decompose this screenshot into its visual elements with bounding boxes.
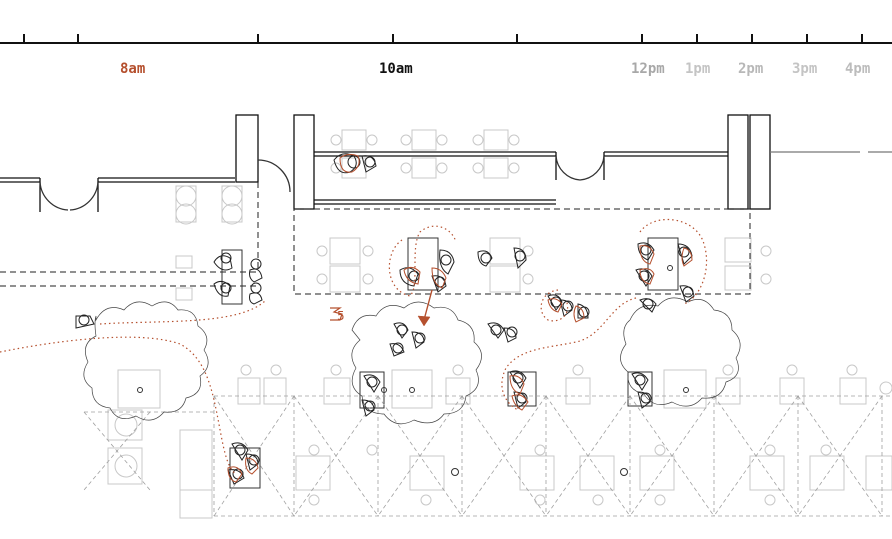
person-icon xyxy=(439,249,455,275)
movement-paths xyxy=(0,218,708,475)
tree-canopy xyxy=(620,297,741,407)
walls xyxy=(0,114,892,212)
movement-path xyxy=(540,289,569,322)
time-label-1pm: 1pm xyxy=(685,61,710,77)
movement-path xyxy=(501,297,637,411)
occupied-tables xyxy=(137,237,689,489)
person-icon xyxy=(231,442,249,461)
movement-path xyxy=(99,299,267,325)
plan-annotation: 5 xyxy=(337,309,345,323)
person-icon xyxy=(487,322,505,339)
highlighted-occupants xyxy=(227,153,693,483)
person-icon xyxy=(503,326,518,343)
furniture xyxy=(107,129,892,519)
person-icon xyxy=(249,258,263,283)
time-label-3pm: 3pm xyxy=(792,61,817,77)
dashed-zones xyxy=(0,182,751,295)
person-icon xyxy=(679,285,695,303)
person-icon xyxy=(513,247,527,270)
person-icon xyxy=(361,399,376,417)
tree-canopy xyxy=(83,301,209,421)
movement-path xyxy=(639,218,708,305)
person-icon xyxy=(245,453,260,471)
movement-path xyxy=(0,336,237,475)
person-icon xyxy=(249,282,263,305)
person-icon xyxy=(631,372,649,391)
tree-canopies xyxy=(83,297,741,425)
person-icon xyxy=(213,280,232,297)
person-icon xyxy=(637,242,655,261)
tree-canopy xyxy=(351,301,482,425)
person-icon xyxy=(389,342,405,357)
person-icon xyxy=(477,250,493,267)
person-icon xyxy=(411,331,426,349)
column xyxy=(293,114,315,210)
time-label-2pm: 2pm xyxy=(738,61,763,77)
column xyxy=(235,114,259,183)
person-icon xyxy=(393,322,409,339)
time-label-10am: 10am xyxy=(379,61,413,77)
person-icon xyxy=(639,298,657,313)
column xyxy=(749,114,771,210)
person-icon xyxy=(637,391,652,409)
person-icon xyxy=(213,252,233,271)
person-icon xyxy=(361,155,377,173)
timeline-ticks xyxy=(23,34,863,43)
person-icon xyxy=(333,153,361,174)
timeline: 8am 10am 12pm 1pm 2pm 3pm 4pm xyxy=(0,34,892,77)
time-label-4pm: 4pm xyxy=(845,61,870,77)
person-icon xyxy=(559,299,574,317)
desk-grid xyxy=(83,395,892,517)
direction-arrow xyxy=(417,289,433,327)
column xyxy=(727,114,749,210)
person-icon xyxy=(363,374,381,393)
time-label-12pm: 12pm xyxy=(631,61,665,77)
person-icon xyxy=(509,370,527,389)
time-label-8am: 8am xyxy=(120,61,145,77)
person-icon xyxy=(75,314,95,329)
occupants xyxy=(75,153,695,485)
